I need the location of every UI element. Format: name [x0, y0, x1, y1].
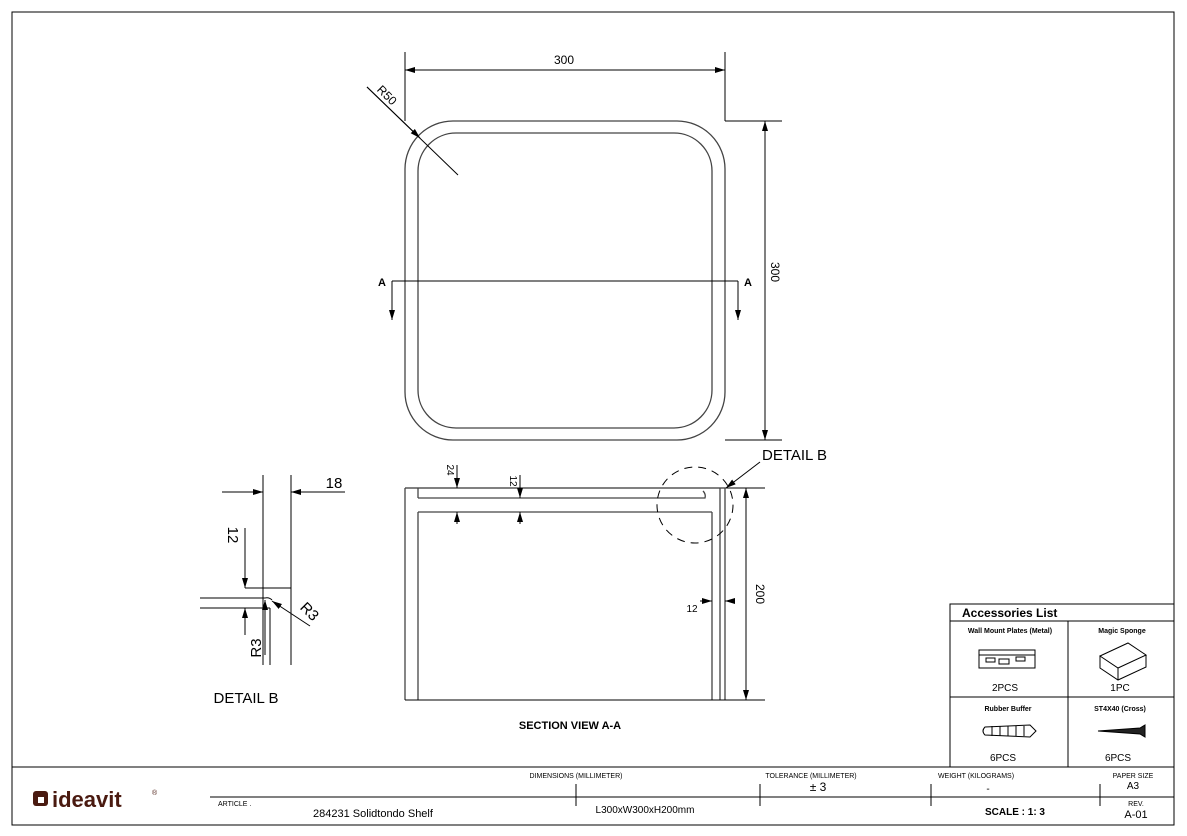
paper-size-value: A3 [1127, 781, 1140, 792]
detail-b: 18 12 R3 R3 DETAIL B [200, 475, 345, 707]
dim-12: 12 [224, 527, 241, 544]
svg-text:®: ® [152, 789, 158, 797]
article-value: 284231 Solidtondo Shelf [313, 808, 434, 820]
width-dimension: 300 [554, 53, 574, 67]
item-qty: 2PCS [992, 683, 1018, 694]
dim-12-wall: 12 [686, 604, 698, 615]
item-name: Wall Mount Plates (Metal) [968, 628, 1052, 635]
tolerance-value: ± 3 [810, 780, 827, 794]
paper-size-label: PAPER SIZE [1113, 773, 1154, 780]
section-view-title: SECTION VIEW A-A [519, 720, 621, 732]
weight-label: WEIGHT (KILOGRAMS) [938, 773, 1014, 780]
title-block: ideavit ® DIMENSIONS (MILLIMETER) L300xW… [12, 766, 1174, 821]
radius-r3-vertical: R3 [248, 638, 265, 657]
accessories-title: Accessories List [962, 606, 1057, 620]
item-qty: 6PCS [990, 753, 1016, 764]
article-label: ARTICLE . [218, 801, 251, 808]
scale-value: SCALE : 1: 3 [985, 807, 1045, 818]
rev-value: A-01 [1124, 809, 1147, 821]
accessories-list: Accessories List Wall Mount Plates (Meta… [949, 603, 1175, 768]
section-label-left: A [378, 277, 386, 289]
item-name: Rubber Buffer [984, 706, 1031, 713]
dim-24: 24 [444, 464, 455, 476]
dimensions-label: DIMENSIONS (MILLIMETER) [530, 773, 623, 780]
item-qty: 6PCS [1105, 753, 1131, 764]
drawing-border [11, 11, 1175, 826]
section-view: 200 24 12 12 DETAIL B SECTION VIEW A-A [404, 447, 827, 732]
logo-text: ideavit [52, 787, 122, 812]
dim-12-top: 12 [507, 475, 518, 487]
depth-dimension: 300 [768, 262, 782, 282]
rev-label: REV. [1128, 801, 1144, 808]
screw-icon [1097, 724, 1146, 738]
weight-value: - [986, 784, 989, 795]
item-name: ST4X40 (Cross) [1094, 706, 1146, 713]
radius-dimension: R50 [374, 82, 400, 108]
tolerance-label: TOLERANCE (MILLIMETER) [765, 773, 856, 780]
detail-circle [656, 466, 734, 544]
detail-callout: DETAIL B [762, 447, 827, 464]
radius-r3-diagonal: R3 [296, 599, 322, 625]
ideavit-logo: ideavit ® [33, 787, 158, 812]
section-label-right: A [744, 277, 752, 289]
detail-b-title: DETAIL B [213, 690, 278, 707]
sponge-icon [1098, 642, 1148, 681]
wall-mount-plate-icon [978, 649, 1036, 669]
dimensions-value: L300xW300xH200mm [596, 805, 695, 816]
rubber-buffer-icon [982, 724, 1037, 738]
dim-18: 18 [326, 475, 343, 492]
item-qty: 1PC [1110, 683, 1129, 694]
top-view: 300 300 R50 A A [366, 52, 782, 441]
item-name: Magic Sponge [1098, 628, 1146, 635]
height-dimension: 200 [753, 584, 767, 604]
